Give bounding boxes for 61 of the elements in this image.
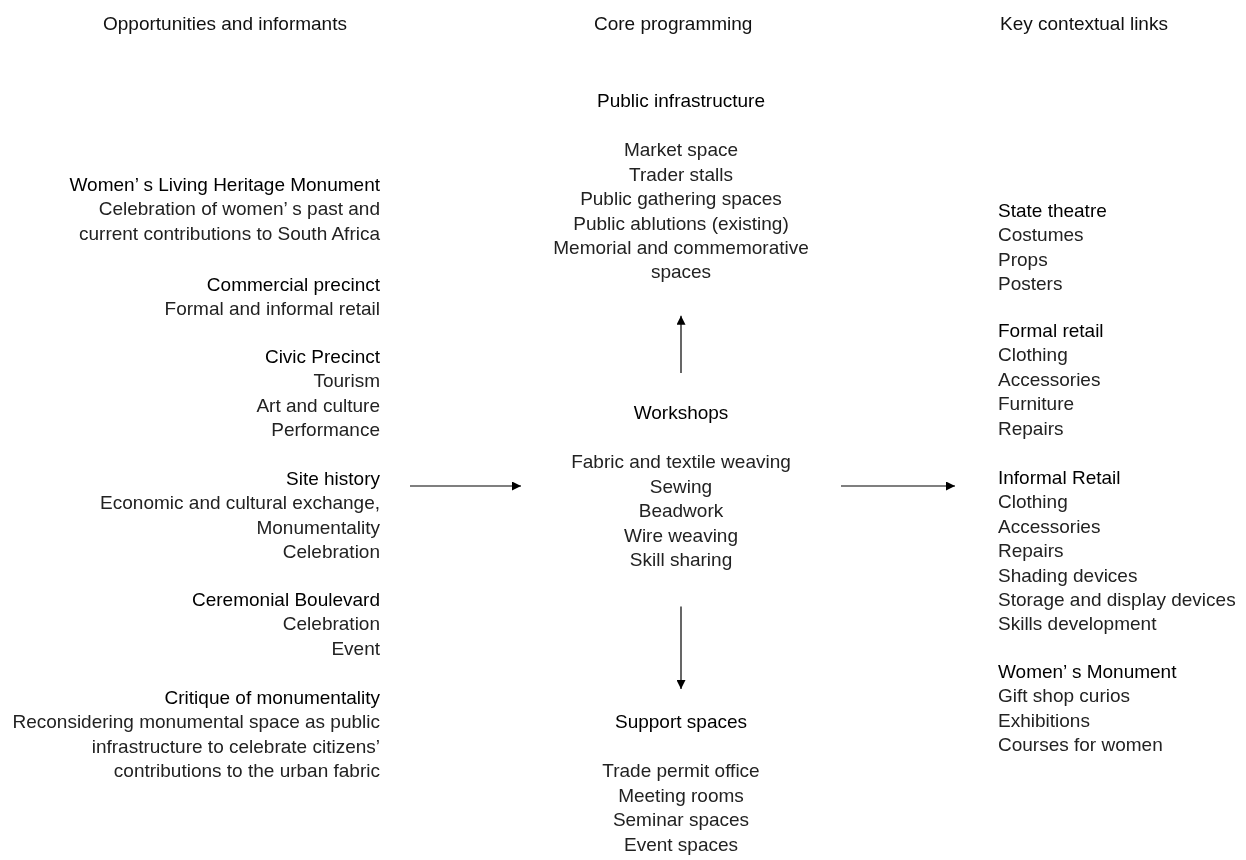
list-item: Market space [622, 138, 739, 163]
list-item: Public ablutions (existing) [572, 211, 790, 236]
list-item: Memorial and commemorative spaces [552, 236, 810, 285]
list-item: Shading devices [998, 563, 1139, 588]
list-item: Props [998, 247, 1049, 272]
section-heading: State theatre [998, 199, 1108, 223]
list-item: Public gathering spaces [579, 187, 783, 212]
list-item: Meeting rooms [617, 783, 745, 808]
section-heading: Women’ s Monument [998, 660, 1178, 684]
column-heading: Opportunities and informants [103, 12, 347, 36]
list-item: Costumes [998, 223, 1085, 248]
list-item: Clothing [998, 343, 1069, 368]
list-item: Trade permit office [601, 759, 761, 784]
list-item: Exhibitions [998, 708, 1091, 733]
list-item: Storage and display devices [998, 588, 1237, 613]
column-heading: Core programming [594, 12, 753, 36]
list-item: Monumentality [255, 515, 380, 540]
list-item: Repairs [998, 539, 1065, 564]
list-item: Performance [270, 418, 380, 443]
list-item: Sewing [648, 474, 714, 499]
section-heading: Formal retail [998, 319, 1105, 343]
arrow [676, 315, 686, 374]
list-item: Art and culture [255, 393, 380, 418]
list-item: Gift shop curios [998, 684, 1131, 709]
list-item: Celebration [281, 612, 380, 637]
list-item: Repairs [998, 416, 1065, 441]
arrow [840, 481, 956, 491]
arrow [409, 481, 522, 491]
section-heading: Support spaces [614, 710, 748, 734]
section-heading: Ceremonial Boulevard [191, 588, 380, 612]
list-item: Skill sharing [628, 548, 734, 573]
list-item: Posters [998, 272, 1064, 297]
list-item: Celebration [281, 540, 380, 565]
list-item: Clothing [998, 490, 1069, 515]
list-item: Accessories [998, 367, 1102, 392]
section-heading: Informal Retail [998, 466, 1122, 490]
list-item: Formal and informal retail [163, 297, 380, 322]
section-heading: Critique of monumentality [163, 686, 380, 710]
list-item: Fabric and textile weaving [570, 450, 792, 475]
list-item: Tourism [312, 369, 380, 394]
list-item: Trader stalls [628, 162, 734, 187]
list-item: Economic and cultural exchange, [99, 491, 380, 516]
arrow [676, 605, 686, 690]
list-item: Event spaces [622, 832, 740, 857]
list-item: Accessories [998, 514, 1102, 539]
list-item: Wire weaving [622, 523, 739, 548]
list-item: Reconsidering monumental space as public infrastructure to celebrate citizens’ contributions to the urban fabric [11, 710, 380, 784]
section-heading: Commercial precinct [205, 273, 380, 297]
section-heading: Public infrastructure [596, 89, 766, 113]
section-heading: Women’ s Living Heritage Monument [68, 173, 380, 197]
list-item: Beadwork [637, 499, 725, 524]
list-item: Courses for women [998, 733, 1164, 758]
column-heading: Key contextual links [1000, 12, 1168, 36]
section-heading: Civic Precinct [263, 345, 380, 369]
section-heading: Site history [285, 467, 380, 491]
list-item: Skills development [998, 612, 1158, 637]
list-item: Seminar spaces [611, 808, 751, 833]
section-heading: Workshops [632, 401, 730, 425]
list-item: Event [330, 636, 380, 661]
list-item: Celebration of women’ s past and current contributions to South Africa [78, 197, 380, 246]
list-item: Furniture [998, 392, 1076, 417]
